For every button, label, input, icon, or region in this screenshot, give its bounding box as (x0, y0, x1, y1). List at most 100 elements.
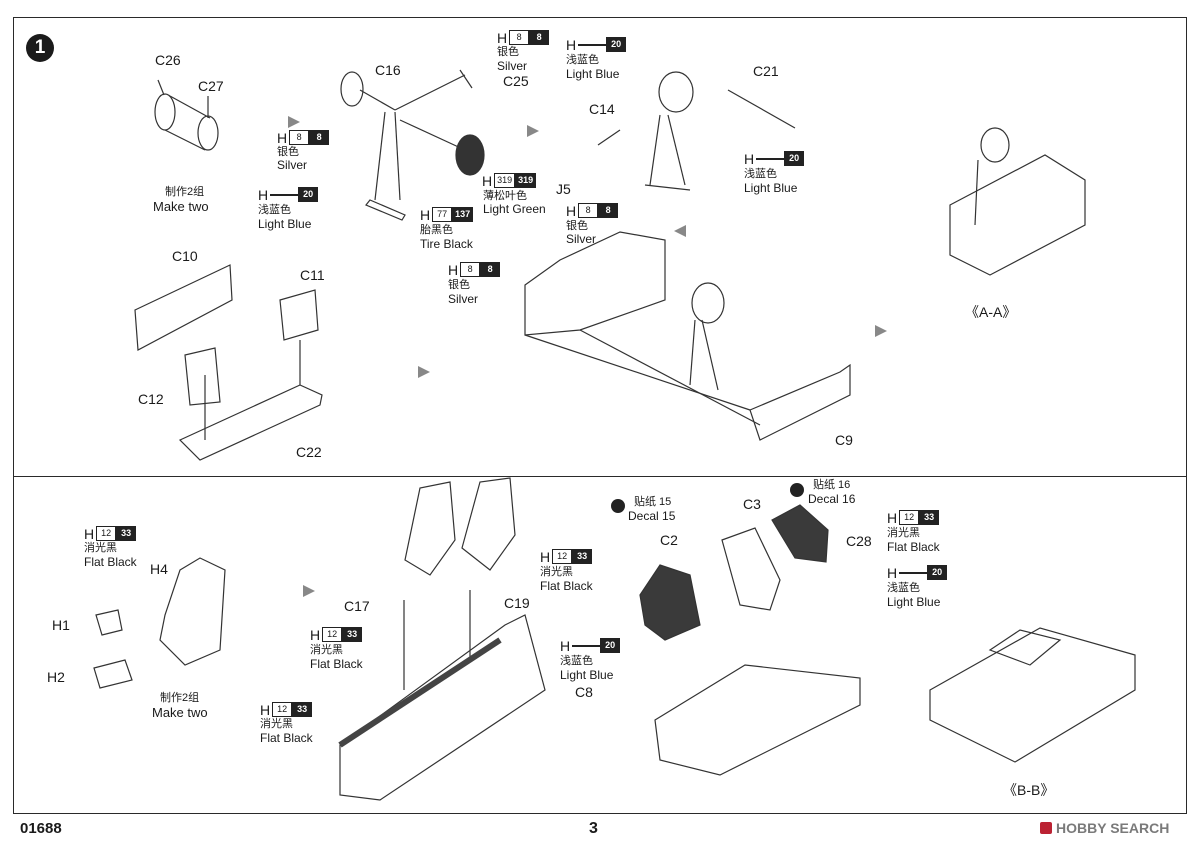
step-number-badge: 1 (26, 34, 54, 62)
watermark-brand: HOBBY SEARCH (1040, 820, 1169, 836)
paint-en-light-blue-a: Light Blue (258, 217, 312, 231)
part-label-c16: C16 (375, 62, 401, 78)
brand-text: HOBBY SEARCH (1056, 820, 1170, 836)
paint-cn-flat-black-a: 消光黑 (84, 542, 117, 554)
kit-code: 01688 (20, 820, 62, 837)
paint-cn-light-blue-b: 浅蓝色 (566, 54, 599, 66)
paint-cn-silver-d: 银色 (448, 279, 470, 291)
paint-en-flat-black-a: Flat Black (84, 555, 137, 569)
paint-en-light-blue-e: Light Blue (887, 595, 941, 609)
wheel-hub-drawing (154, 79, 219, 151)
paint-cn-flat-black-d: 消光黑 (540, 566, 573, 578)
paint-cn-light-blue-e: 浅蓝色 (887, 582, 920, 594)
part-label-c17: C17 (344, 598, 370, 614)
landing-gear-drawing (340, 69, 485, 221)
part-label-c28: C28 (846, 533, 872, 549)
paint-en-flat-black-c: Flat Black (260, 731, 313, 745)
part-label-c9: C9 (835, 432, 853, 448)
make-two-cn: 制作2组 (165, 186, 205, 198)
part-label-j5: J5 (556, 181, 571, 197)
paint-en-flat-black-b: Flat Black (310, 657, 363, 671)
page-number: 3 (589, 820, 598, 837)
view-bb-drawing (929, 627, 1136, 763)
part-label-c26: C26 (155, 52, 181, 68)
ejection-seats-drawing (403, 477, 516, 690)
make-two-en-bottom: Make two (152, 705, 208, 720)
flow-arrows (288, 116, 887, 597)
paint-en-light-blue-c: Light Blue (744, 181, 798, 195)
part-label-h2: H2 (47, 669, 65, 685)
decal-16-icon (790, 483, 804, 497)
decal-16-en: Decal 16 (808, 492, 856, 506)
paint-en-light-green: Light Green (483, 202, 546, 216)
paint-en-silver-c: Silver (566, 232, 597, 246)
paint-cn-light-green: 薄松叶色 (483, 190, 527, 202)
paint-en-light-blue-d: Light Blue (560, 668, 614, 682)
assembly-panel-bottom (13, 477, 1187, 814)
paint-cn-silver-a: 银色 (497, 46, 519, 58)
part-label-c19: C19 (504, 595, 530, 611)
brand-logo-icon (1040, 822, 1052, 834)
chassis-drawing (524, 231, 851, 441)
paint-cn-light-blue-d: 浅蓝色 (560, 655, 593, 667)
paint-en-tire-black: Tire Black (420, 237, 473, 251)
part-label-c25: C25 (503, 73, 529, 89)
make-two-cn-bottom: 制作2组 (160, 692, 200, 704)
instrument-panels-drawing (639, 504, 861, 776)
paint-en-flat-black-d: Flat Black (540, 579, 593, 593)
part-label-c22: C22 (296, 444, 322, 460)
paint-cn-light-blue-a: 浅蓝色 (258, 204, 291, 216)
assembly-panel-top (13, 17, 1187, 477)
paint-cn-flat-black-c: 消光黑 (260, 718, 293, 730)
make-two-en: Make two (153, 199, 209, 214)
part-label-c21: C21 (753, 63, 779, 79)
decal-16-cn: 贴纸 16 (813, 479, 851, 491)
paint-cn-silver-c: 银色 (566, 220, 588, 232)
seat-drawing (93, 557, 226, 689)
paint-en-flat-black-e: Flat Black (887, 540, 940, 554)
paint-cn-light-blue-c: 浅蓝色 (744, 168, 777, 180)
part-label-c3: C3 (743, 496, 761, 512)
paint-cn-tire-black: 胎黑色 (420, 224, 453, 236)
view-aa-drawing (949, 127, 1086, 276)
part-label-c8: C8 (575, 684, 593, 700)
part-label-h4: H4 (150, 561, 168, 577)
part-label-h1: H1 (52, 617, 70, 633)
part-label-c10: C10 (172, 248, 198, 264)
view-aa-label: 《A-A》 (965, 304, 1017, 320)
part-label-c27: C27 (198, 78, 224, 94)
paint-cn-silver-b: 银色 (277, 146, 299, 158)
paint-cn-flat-black-e: 消光黑 (887, 527, 920, 539)
part-label-c2: C2 (660, 532, 678, 548)
floor-assembly-drawing (134, 264, 323, 461)
part-label-c12: C12 (138, 391, 164, 407)
decal-15-en: Decal 15 (628, 509, 676, 523)
paint-en-silver-a: Silver (497, 59, 528, 73)
cockpit-tub-drawing (338, 614, 546, 801)
part-label-c14: C14 (589, 101, 615, 117)
decal-15-icon (611, 499, 625, 513)
view-bb-label: 《B-B》 (1003, 782, 1055, 798)
decal-15-cn: 贴纸 15 (634, 496, 672, 508)
paint-cn-flat-black-b: 消光黑 (310, 644, 343, 656)
paint-en-silver-d: Silver (448, 292, 479, 306)
part-label-c11: C11 (300, 267, 325, 283)
gear-assembly-right-drawing (597, 71, 796, 191)
